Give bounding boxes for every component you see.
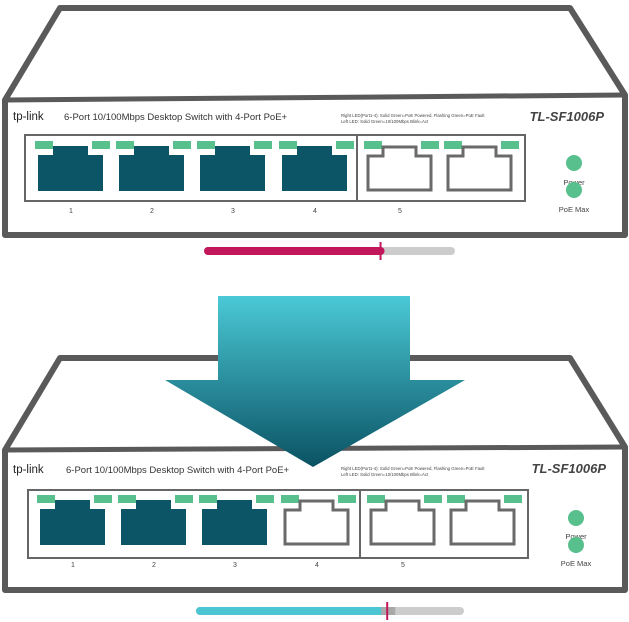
poe-led bbox=[424, 495, 442, 503]
power-label: Power bbox=[565, 532, 587, 541]
poe-budget-bar bbox=[196, 602, 464, 620]
led-legend-right: Right LED(Port1-4): Solid Green=PoE Powe… bbox=[341, 113, 485, 118]
port-number: 2 bbox=[150, 208, 154, 215]
link-led bbox=[447, 495, 465, 503]
brand-logo: tp-link bbox=[13, 464, 44, 476]
power-led bbox=[568, 510, 584, 526]
link-led bbox=[37, 495, 55, 503]
model-name: TL-SF1006P bbox=[532, 461, 607, 476]
port-number: 2 bbox=[152, 562, 156, 569]
switch-top: tp-link 6-Port 10/100Mbps Desktop Switch… bbox=[2, 5, 628, 260]
poe-max-led bbox=[568, 537, 584, 553]
ports-panel-standard bbox=[356, 134, 526, 202]
switch-description: 6-Port 10/100Mbps Desktop Switch with 4-… bbox=[64, 112, 288, 123]
power-led bbox=[566, 155, 582, 171]
link-led bbox=[444, 141, 462, 149]
link-led bbox=[35, 141, 53, 149]
poe-max-led bbox=[566, 182, 582, 198]
ethernet-port: 4 bbox=[279, 141, 354, 215]
port-number: 1 bbox=[71, 562, 75, 569]
ethernet-port: 5 bbox=[364, 141, 439, 215]
poe-led bbox=[254, 141, 272, 149]
ethernet-port: 1 bbox=[37, 495, 112, 569]
link-led bbox=[281, 495, 299, 503]
rj45-port-unpowered bbox=[366, 145, 433, 192]
port-number: 1 bbox=[69, 208, 73, 215]
ethernet-port: 2 bbox=[118, 495, 193, 569]
rj45-port-powered bbox=[40, 500, 105, 545]
ethernet-port: 1 bbox=[35, 141, 110, 215]
rj45-port-unpowered bbox=[283, 499, 350, 546]
rj45-port-unpowered bbox=[369, 499, 436, 546]
poe-led bbox=[501, 141, 519, 149]
ethernet-port: 3 bbox=[197, 141, 272, 215]
led-legend-right: Right LED(Port1-4): Solid Green=PoE Powe… bbox=[341, 466, 485, 471]
poe-led bbox=[504, 495, 522, 503]
poe-led bbox=[175, 495, 193, 503]
port-group: 1 2 3 4 5 bbox=[35, 141, 519, 215]
switch-description: 6-Port 10/100Mbps Desktop Switch with 4-… bbox=[66, 465, 290, 476]
link-led bbox=[116, 141, 134, 149]
ethernet-port: 2 bbox=[116, 141, 191, 215]
poe-led bbox=[256, 495, 274, 503]
link-led bbox=[364, 141, 382, 149]
port-number: 3 bbox=[233, 562, 237, 569]
rj45-port-powered bbox=[121, 500, 186, 545]
ethernet-port: 3 bbox=[199, 495, 274, 569]
rj45-port-powered bbox=[200, 146, 265, 191]
poe-led bbox=[94, 495, 112, 503]
poe-budget-bar bbox=[204, 242, 455, 260]
port-number: 4 bbox=[315, 562, 319, 569]
ethernet-port bbox=[444, 141, 519, 192]
rj45-port-unpowered bbox=[446, 145, 513, 192]
model-name: TL-SF1006P bbox=[530, 109, 605, 124]
ethernet-port bbox=[447, 495, 522, 546]
poe-led bbox=[336, 141, 354, 149]
rj45-port-unpowered bbox=[449, 499, 516, 546]
rj45-port-powered bbox=[202, 500, 267, 545]
transition-arrow bbox=[165, 296, 465, 467]
port-number: 5 bbox=[401, 562, 405, 569]
link-led bbox=[367, 495, 385, 503]
poe-led bbox=[421, 141, 439, 149]
brand-logo: tp-link bbox=[13, 111, 44, 123]
led-legend-left: Left LED: Solid Green=10/100Mbps Blink=A… bbox=[341, 472, 429, 477]
poe-led bbox=[173, 141, 191, 149]
link-led bbox=[118, 495, 136, 503]
link-led bbox=[199, 495, 217, 503]
rj45-port-powered bbox=[282, 146, 347, 191]
link-led bbox=[197, 141, 215, 149]
port-group: 1 2 3 4 5 bbox=[37, 495, 522, 569]
rj45-port-powered bbox=[38, 146, 103, 191]
poe-led bbox=[92, 141, 110, 149]
link-led bbox=[279, 141, 297, 149]
port-number: 5 bbox=[398, 208, 402, 215]
rj45-port-powered bbox=[119, 146, 184, 191]
switch-front-top-edge bbox=[4, 92, 626, 103]
poe-led bbox=[338, 495, 356, 503]
ethernet-port: 4 bbox=[281, 495, 356, 569]
port-number: 4 bbox=[313, 208, 317, 215]
poe-max-label: PoE Max bbox=[561, 559, 592, 568]
poe-max-label: PoE Max bbox=[559, 205, 590, 214]
switch-bottom: tp-link 6-Port 10/100Mbps Desktop Switch… bbox=[2, 355, 628, 620]
ethernet-port: 5 bbox=[367, 495, 442, 569]
led-legend-left: Left LED: Solid Green=10/100Mbps Blink=A… bbox=[341, 119, 429, 124]
port-number: 3 bbox=[231, 208, 235, 215]
ports-panel-standard bbox=[359, 489, 529, 559]
